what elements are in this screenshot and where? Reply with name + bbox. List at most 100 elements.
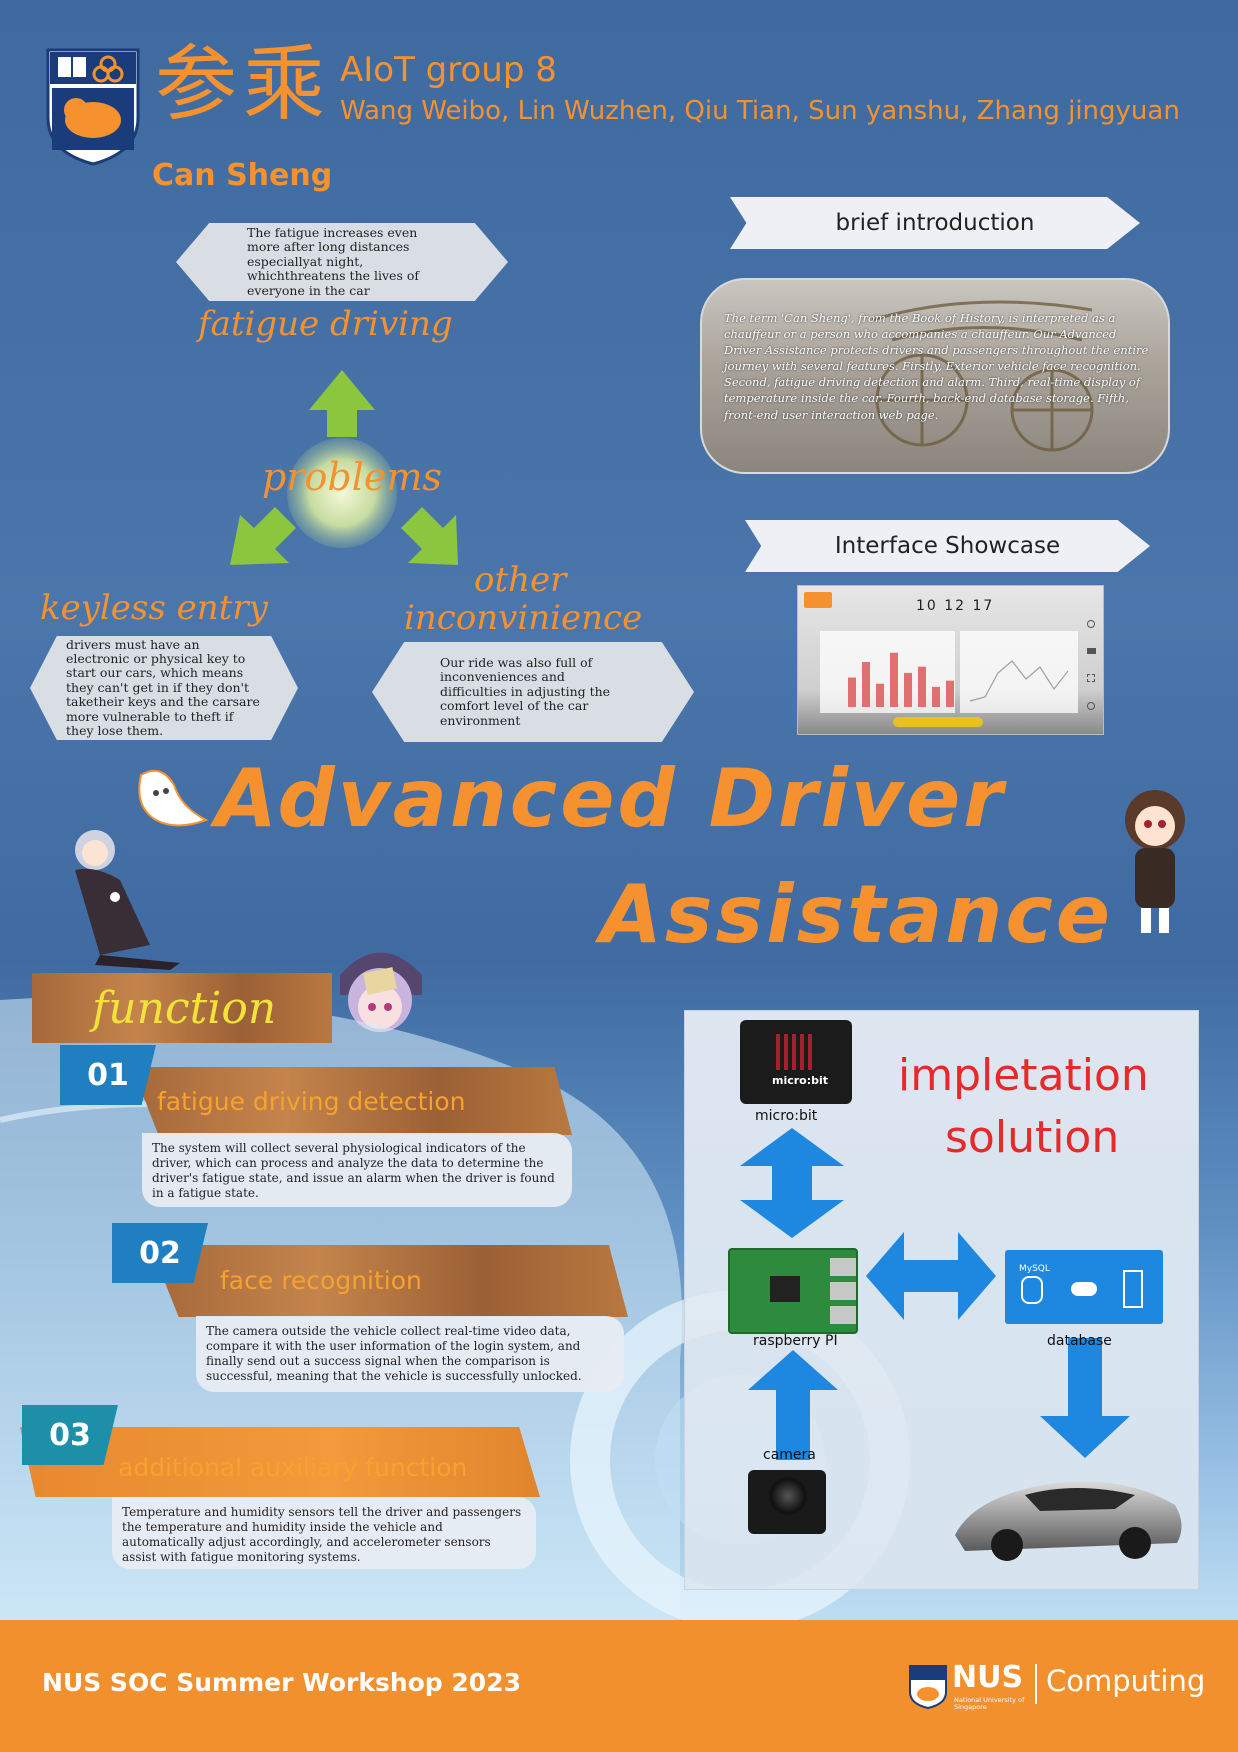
interface-line-series	[969, 660, 1069, 702]
problems-glow	[287, 438, 397, 548]
other-text-box: Our ride was also full of inconveniences…	[372, 642, 694, 742]
impl-title-line1: impletation	[898, 1050, 1149, 1101]
database-label: database	[1047, 1333, 1112, 1349]
showcase-banner: Interface Showcase	[745, 520, 1150, 572]
impl-title-line2: solution	[945, 1112, 1120, 1163]
nus-shield-icon	[909, 1665, 947, 1710]
interface-logo	[804, 592, 832, 608]
concept-car-illustration	[955, 1481, 1182, 1561]
interface-chart-card-right	[960, 631, 1078, 713]
footer-computing: Computing	[1046, 1664, 1206, 1698]
car-icon[interactable]	[1086, 648, 1096, 654]
raspberry-pi-board	[728, 1248, 858, 1334]
arrow-down-left-icon	[230, 507, 296, 565]
footer-workshop: NUS SOC Summer Workshop 2023	[42, 1668, 521, 1697]
nus-crest-icon	[46, 48, 140, 166]
arrow-up-icon	[309, 370, 375, 437]
power-icon[interactable]	[1087, 702, 1095, 710]
raspberry-label: raspberry PI	[753, 1333, 838, 1349]
footer-bar	[0, 1620, 1238, 1752]
microbit-led-grid	[776, 1034, 816, 1070]
settings-icon[interactable]	[1087, 620, 1095, 628]
raspberry-pi-ports	[830, 1258, 856, 1324]
arrow-microbit-raspberry-icon	[740, 1128, 844, 1238]
authors: Wang Weibo, Lin Wuzhen, Qiu Tian, Sun ya…	[340, 96, 1180, 126]
nus-crest	[46, 48, 140, 166]
fatigue-title: fatigue driving	[198, 304, 453, 344]
face-scan-icon[interactable]	[1087, 674, 1095, 682]
interface-bar	[848, 677, 856, 707]
database-cylinder-icon	[1021, 1276, 1043, 1304]
function-item-03-number: 03	[22, 1405, 118, 1465]
footer-nus-sub: National University of Singapore	[954, 1696, 1025, 1712]
camera-lens-icon	[768, 1476, 808, 1516]
problems-arrows	[230, 370, 458, 565]
function-item-02-number: 02	[112, 1223, 208, 1283]
fatigue-text: The fatigue increases even more after lo…	[247, 225, 419, 298]
microbit-label: micro:bit	[755, 1108, 818, 1124]
function-heading-board	[32, 973, 332, 1043]
interface-line-chart	[969, 660, 1069, 702]
raspberry-pi-chip	[770, 1276, 800, 1302]
camera-label: camera	[763, 1447, 816, 1463]
cloud-icon	[1071, 1282, 1097, 1296]
showcase-banner-label: Interface Showcase	[834, 533, 1061, 559]
server-icon	[1123, 1270, 1143, 1308]
character-left-illustration	[75, 830, 180, 970]
arrow-database-car-icon	[1040, 1338, 1130, 1458]
keyless-title: keyless entry	[40, 588, 268, 628]
main-title-line2: Assistance	[600, 868, 1114, 961]
function-item-02-bar	[150, 1245, 628, 1317]
function-item-01-number: 01	[60, 1045, 156, 1105]
microbit-chip-label: micro:bit	[772, 1074, 829, 1087]
function-item-01-title: fatigue driving detection	[157, 1087, 466, 1116]
interface-bar	[876, 683, 884, 707]
keyless-text: drivers must have an electronic or physi…	[66, 636, 260, 738]
interface-bar-chart	[848, 652, 954, 707]
main-title-line1: Advanced Driver	[215, 752, 1006, 845]
interface-side-menu	[1084, 610, 1098, 720]
ghost-icon	[138, 769, 209, 827]
interface-racecar	[893, 717, 983, 727]
intro-banner: brief introduction	[730, 197, 1140, 249]
mysql-label: MySQL	[1019, 1264, 1050, 1274]
logo-chinese: 参乘	[155, 37, 332, 132]
arrow-camera-raspberry-icon	[748, 1350, 838, 1460]
intro-panel: The term 'Can Sheng', from the Book of H…	[700, 278, 1170, 474]
interface-bar	[904, 672, 912, 707]
interface-bar	[946, 680, 954, 707]
other-title-line2: inconvinience	[404, 598, 643, 638]
function-item-01-desc: The system will collect several physiolo…	[142, 1133, 572, 1207]
group-name: AIoT group 8	[340, 50, 557, 90]
interface-bar	[862, 662, 870, 707]
function-item-02-desc: The camera outside the vehicle collect r…	[196, 1316, 624, 1392]
interface-screenshot: 10 12 17	[797, 585, 1104, 735]
interface-chart-card-left	[820, 631, 955, 713]
function-item-02-title: face recognition	[220, 1266, 422, 1295]
function-heading: function	[92, 983, 277, 1034]
interface-bar	[932, 686, 940, 707]
function-item-01-bar	[132, 1067, 572, 1135]
camera-module	[748, 1470, 826, 1534]
interface-bar	[890, 652, 898, 707]
microbit-board: micro:bit	[740, 1020, 852, 1104]
database-box: MySQL	[1005, 1250, 1163, 1324]
function-item-03-desc: Temperature and humidity sensors tell th…	[112, 1497, 536, 1569]
intro-banner-label: brief introduction	[835, 210, 1035, 236]
arrow-raspberry-database-icon	[866, 1232, 996, 1320]
carriage-illustration	[871, 300, 1094, 452]
arrow-down-right-icon	[401, 507, 458, 565]
intro-text: The term 'Can Sheng', from the Book of H…	[724, 311, 1149, 422]
interface-bar	[918, 666, 926, 707]
keyless-text-box: drivers must have an electronic or physi…	[30, 636, 298, 740]
character-center-illustration	[340, 952, 422, 1032]
fatigue-text-box: The fatigue increases even more after lo…	[176, 223, 508, 301]
footer-nus-logo	[908, 1664, 948, 1710]
interface-clock: 10 12 17	[916, 598, 995, 614]
function-item-03-title: additional auxiliary function	[118, 1453, 468, 1482]
other-title-line1: other	[474, 560, 567, 600]
footer-divider	[1035, 1664, 1037, 1704]
logo-name: Can Sheng	[152, 158, 333, 193]
problems-center: problems	[262, 455, 442, 499]
other-text: Our ride was also full of inconveniences…	[440, 655, 611, 728]
